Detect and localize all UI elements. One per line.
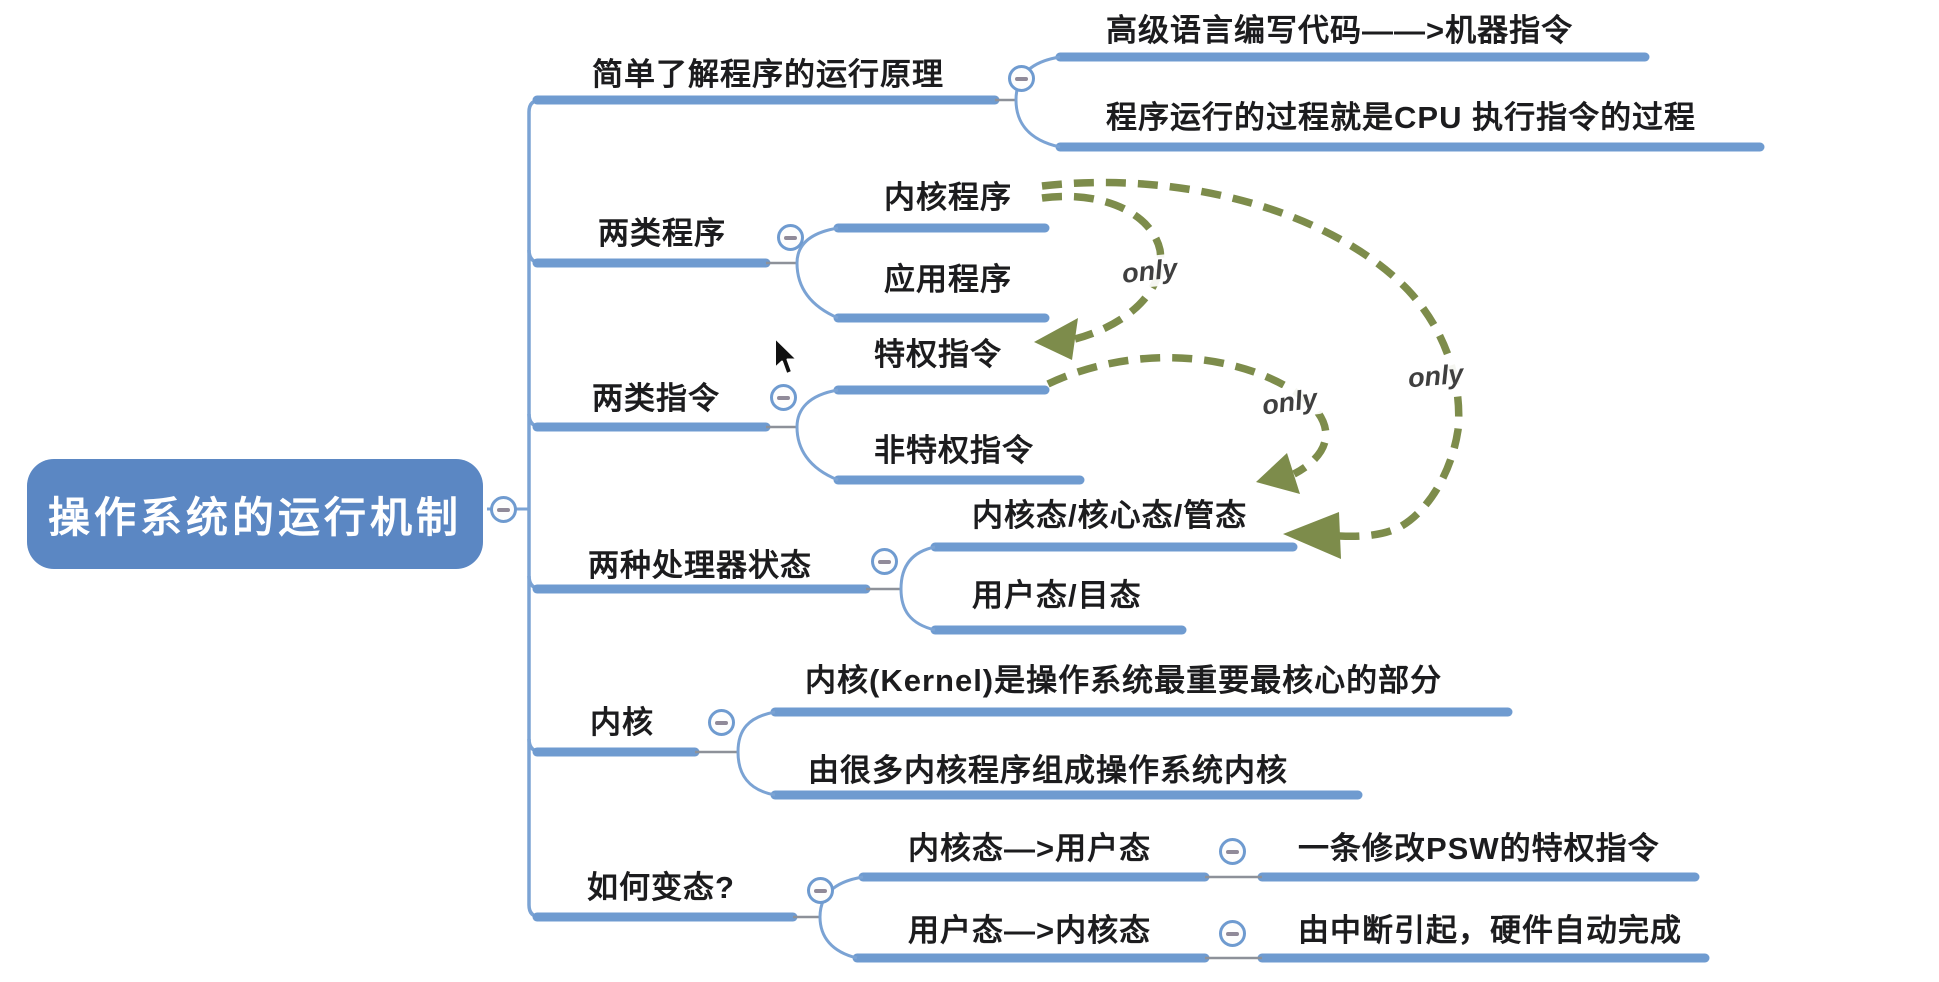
mouse-cursor-icon: [772, 336, 802, 383]
branch-6-child-2-child-label[interactable]: 由中断引起，硬件自动完成: [1298, 913, 1682, 948]
branch-2-label[interactable]: 两类程序: [598, 216, 726, 251]
branch-4-child-1-label[interactable]: 内核态/核心态/管态: [972, 498, 1248, 533]
branch-3-child-1-label[interactable]: 特权指令: [874, 337, 1002, 372]
branch-2-child-1-label[interactable]: 内核程序: [884, 180, 1012, 215]
minus-icon: [814, 888, 827, 893]
branch-5-bracket: [736, 710, 776, 797]
minus-icon: [1226, 931, 1239, 936]
branch-6-bracket: [818, 875, 864, 960]
branch-1-child-1-label[interactable]: 高级语言编写代码——>机器指令: [1106, 13, 1574, 48]
collapse-toggle-branch-4[interactable]: [871, 548, 898, 575]
arrowhead-privileged-instruction: [1034, 318, 1078, 360]
minus-icon: [1015, 76, 1028, 81]
branch-4-label[interactable]: 两种处理器状态: [588, 548, 812, 583]
arrow-only-label-1: only: [1116, 252, 1183, 291]
branch-5-child-1-label[interactable]: 内核(Kernel)是操作系统最重要最核心的部分: [805, 663, 1443, 698]
branch-1-child-2-label[interactable]: 程序运行的过程就是CPU 执行指令的过程: [1106, 100, 1697, 135]
branch-6-child-1-child-label[interactable]: 一条修改PSW的特权指令: [1298, 831, 1660, 866]
collapse-toggle-branch-6[interactable]: [807, 877, 834, 904]
branch-5-label[interactable]: 内核: [590, 705, 654, 740]
branch-3-child-2-label[interactable]: 非特权指令: [874, 433, 1034, 468]
branch-6-child-1-label[interactable]: 内核态—>用户态: [908, 831, 1152, 866]
trunk-line: [527, 98, 542, 919]
arrow-only-label-3: only: [1402, 358, 1469, 395]
branch-4-bracket: [899, 545, 936, 632]
collapse-toggle-root[interactable]: [490, 496, 517, 523]
collapse-toggle-branch-5[interactable]: [708, 709, 735, 736]
arrow-kernel-program-to-kernel-mode: [1041, 178, 1463, 541]
collapse-toggle-user-to-kernel[interactable]: [1219, 920, 1246, 947]
branch-1-label[interactable]: 简单了解程序的运行原理: [592, 57, 944, 92]
collapse-toggle-kernel-to-user[interactable]: [1219, 838, 1246, 865]
branch-4-child-2-label[interactable]: 用户态/目态: [972, 578, 1142, 613]
arrow-kernel-program-to-privileged-instruction: [1041, 192, 1165, 343]
branch-3-bracket: [795, 388, 839, 482]
root-node[interactable]: 操作系统的运行机制: [27, 459, 483, 569]
minus-icon: [1226, 849, 1239, 854]
branch-6-label[interactable]: 如何变态?: [587, 870, 735, 905]
collapse-toggle-branch-3[interactable]: [770, 384, 797, 411]
minus-icon: [715, 720, 728, 725]
collapse-toggle-branch-1[interactable]: [1008, 65, 1035, 92]
root-node-label: 操作系统的运行机制: [47, 493, 462, 541]
arrow-privileged-instruction-to-kernel-mode: [1046, 354, 1330, 478]
minus-icon: [497, 507, 510, 512]
arrowhead-kernel-mode-line: [1283, 512, 1341, 559]
branch-2-bracket: [795, 226, 839, 320]
minus-icon: [784, 235, 797, 240]
minus-icon: [878, 559, 891, 564]
branch-1-bracket: [1014, 55, 1061, 149]
branch-2-child-2-label[interactable]: 应用程序: [884, 262, 1012, 297]
collapse-toggle-branch-2[interactable]: [777, 224, 804, 251]
arrowhead-kernel-mode-upper: [1256, 453, 1300, 494]
branch-5-child-2-label[interactable]: 由很多内核程序组成操作系统内核: [808, 753, 1288, 788]
branch-6-child-2-label[interactable]: 用户态—>内核态: [908, 913, 1152, 948]
minus-icon: [777, 395, 790, 400]
branch-3-label[interactable]: 两类指令: [592, 381, 720, 416]
